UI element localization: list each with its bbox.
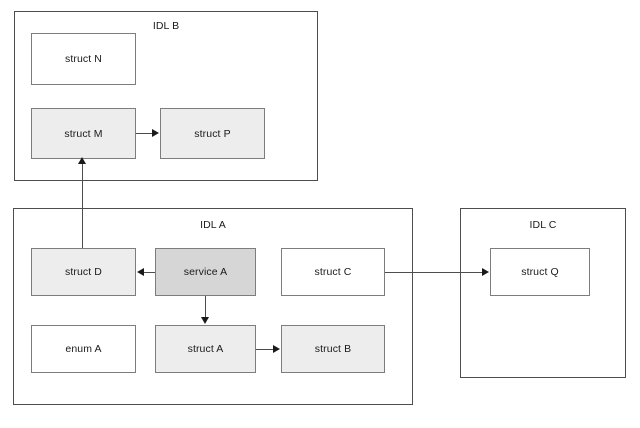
node-struct-b[interactable]: struct B — [281, 325, 385, 373]
container-idl-c[interactable] — [460, 208, 626, 378]
node-struct-p[interactable]: struct P — [160, 108, 265, 159]
node-struct-c-label: struct C — [314, 266, 352, 278]
edge-struct-a-to-struct-b-line — [256, 349, 274, 350]
container-idl-a[interactable] — [13, 208, 413, 405]
node-struct-b-label: struct B — [314, 343, 352, 355]
node-struct-m-label: struct M — [64, 127, 103, 140]
container-idl-c-label: IDL C — [529, 219, 557, 231]
node-service-a-label: service A — [183, 266, 228, 278]
edge-service-a-to-struct-d-line — [144, 272, 155, 273]
node-struct-n[interactable]: struct N — [31, 33, 136, 85]
edge-struct-c-to-struct-q-line — [385, 272, 483, 273]
node-enum-a[interactable]: enum A — [31, 325, 136, 373]
container-idl-a-label: IDL A — [200, 219, 226, 231]
node-struct-d[interactable]: struct D — [31, 248, 136, 296]
node-struct-d-label: struct D — [65, 266, 102, 278]
node-struct-n-label: struct N — [65, 53, 102, 65]
container-idl-b-label: IDL B — [152, 20, 180, 32]
node-struct-a[interactable]: struct A — [155, 325, 256, 373]
node-service-a[interactable]: service A — [155, 248, 256, 296]
edge-struct-a-to-struct-b-arrowhead — [273, 345, 280, 353]
edge-struct-c-to-struct-q-arrowhead — [482, 268, 489, 276]
node-struct-q-label: struct Q — [521, 266, 559, 278]
edge-service-a-to-struct-a-arrowhead — [201, 317, 209, 324]
node-struct-q[interactable]: struct Q — [490, 248, 590, 296]
container-idl-b[interactable] — [14, 11, 318, 181]
node-struct-p-label: struct P — [194, 127, 231, 140]
edge-struct-d-to-struct-m-arrowhead — [78, 157, 86, 164]
node-struct-m[interactable]: struct M — [31, 108, 136, 159]
edge-service-a-to-struct-d-arrowhead — [137, 268, 144, 276]
node-struct-a-label: struct A — [187, 343, 224, 355]
node-struct-c[interactable]: struct C — [281, 248, 385, 296]
edge-struct-m-to-struct-p-arrowhead — [152, 129, 159, 137]
node-enum-a-label: enum A — [65, 343, 102, 355]
edge-struct-m-to-struct-p-line — [136, 133, 153, 134]
edge-struct-d-to-struct-m-line — [82, 163, 83, 248]
edge-service-a-to-struct-a-line — [205, 296, 206, 318]
